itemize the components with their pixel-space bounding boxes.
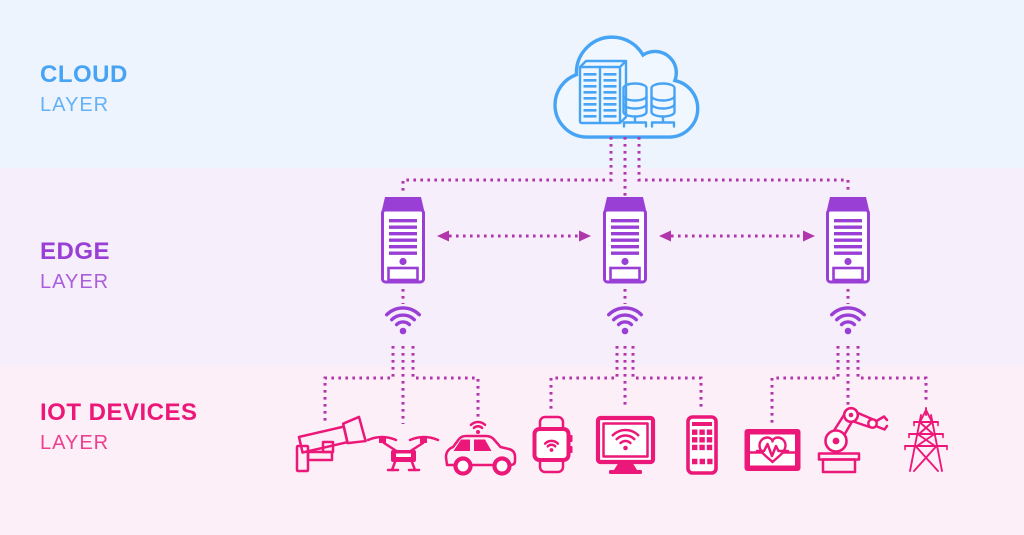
connector-server1-server2 [437, 230, 591, 242]
iot-layer-label: IOT DEVICES LAYER [40, 399, 198, 454]
edge-layer-label: EDGE LAYER [40, 238, 111, 293]
connector-wifi1-devices [323, 346, 480, 424]
database-icon [650, 82, 676, 128]
wifi-icon [385, 306, 421, 336]
edge-server-icon [382, 197, 425, 282]
edge-server-icon [827, 197, 870, 282]
cloud-layer-title: CLOUD [40, 61, 128, 88]
power-tower-icon [904, 407, 948, 472]
server-rack-icon [578, 59, 628, 125]
health-monitor-icon [744, 429, 801, 471]
smartphone-icon [686, 415, 718, 475]
edge-server-icon [604, 197, 647, 282]
wifi-icon [830, 306, 866, 336]
connector-server2-server3 [659, 230, 815, 242]
database-icon [622, 82, 648, 128]
wifi-icon [607, 306, 643, 336]
robot-arm-icon [817, 406, 889, 474]
smart-monitor-icon [595, 415, 656, 474]
connector-wifi3-devices [770, 346, 928, 424]
connected-car-icon [444, 420, 517, 476]
cloud-layer-label: CLOUD LAYER [40, 61, 128, 116]
connector-cloud-to-edge-1 [401, 137, 613, 194]
iot-layer-subtitle: LAYER [40, 432, 110, 454]
cloud-layer-band [0, 0, 1024, 168]
car-wifi-icon [469, 420, 487, 434]
security-camera-icon [295, 415, 367, 473]
connector-wifi2-devices [549, 346, 703, 410]
edge-layer-subtitle: LAYER [40, 271, 110, 293]
iot-layer-title: IOT DEVICES [40, 399, 198, 426]
cloud-layer-subtitle: LAYER [40, 94, 110, 116]
connector-cloud-to-edge-3 [637, 137, 850, 194]
drone-icon [366, 435, 440, 472]
cloud-datacenter-icon [555, 37, 698, 137]
smartwatch-icon [532, 415, 573, 474]
edge-layer-title: EDGE [40, 238, 111, 265]
